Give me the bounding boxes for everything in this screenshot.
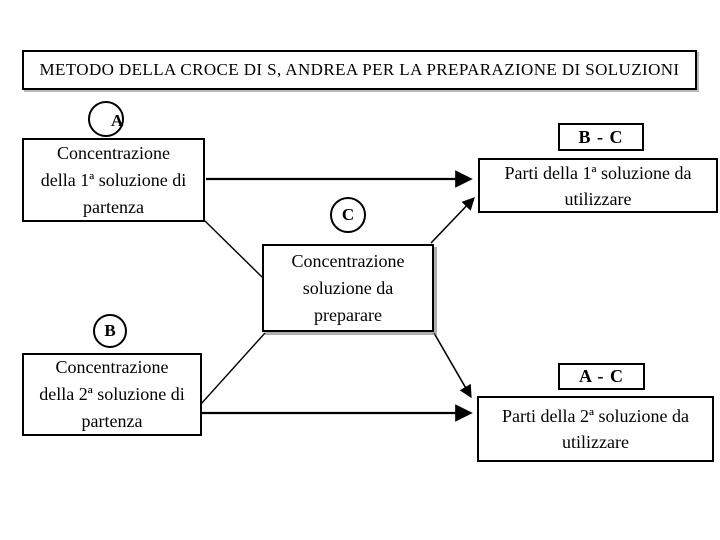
node-badge-b: B xyxy=(93,314,127,348)
box-result-1-line1: Parti della 1ª soluzione da xyxy=(504,162,692,183)
box-target-line1: Concentrazione xyxy=(291,250,405,271)
box-result-2-line1: Parti della 2ª soluzione da xyxy=(502,406,689,426)
box-concentration-2-line2: della 2ª soluzione di xyxy=(39,384,185,404)
badge-a-letter: A xyxy=(111,111,124,130)
node-badge-c: C xyxy=(330,197,366,233)
line-c-to-b xyxy=(200,332,266,405)
badge-b-letter: B xyxy=(104,321,116,340)
formula-box-b-minus-c: B - C xyxy=(558,123,644,151)
box-result-2-line2: utilizzare xyxy=(562,432,629,452)
badge-c-letter: C xyxy=(341,205,355,224)
box-concentration-2-line3: partenza xyxy=(81,411,143,431)
box-concentration-1-line3: partenza xyxy=(83,196,144,217)
formula-b-minus-c-text: B - C xyxy=(578,126,624,147)
box-concentration-2-line1: Concentrazione xyxy=(55,357,169,377)
box-concentration-1-line2: della 1ª soluzione di xyxy=(40,169,187,190)
box-result-2: Parti della 2ª soluzione da utilizzare xyxy=(477,396,714,462)
diagram-title-text: METODO DELLA CROCE DI S, ANDREA PER LA P… xyxy=(39,60,680,79)
box-result-1-line2: utilizzare xyxy=(564,188,632,209)
box-result-1: Parti della 1ª soluzione da utilizzare xyxy=(478,158,718,213)
box-target-concentration: Concentrazione soluzione da preparare xyxy=(262,244,434,332)
diagram-title: METODO DELLA CROCE DI S, ANDREA PER LA P… xyxy=(22,50,697,90)
box-concentration-1: Concentrazione della 1ª soluzione di par… xyxy=(22,138,205,222)
box-target-line3: preparare xyxy=(314,304,382,325)
formula-a-minus-c-text: A - C xyxy=(579,366,624,386)
box-concentration-1-line1: Concentrazione xyxy=(57,142,170,163)
arrow-c-to-result2 xyxy=(433,332,472,399)
box-target-line2: soluzione da xyxy=(302,277,394,298)
formula-box-a-minus-c: A - C xyxy=(558,363,645,390)
box-concentration-2: Concentrazione della 2ª soluzione di par… xyxy=(22,353,202,436)
line-a-to-c xyxy=(204,220,263,278)
node-badge-a: A xyxy=(88,101,124,137)
arrow-c-to-result1 xyxy=(430,197,475,244)
